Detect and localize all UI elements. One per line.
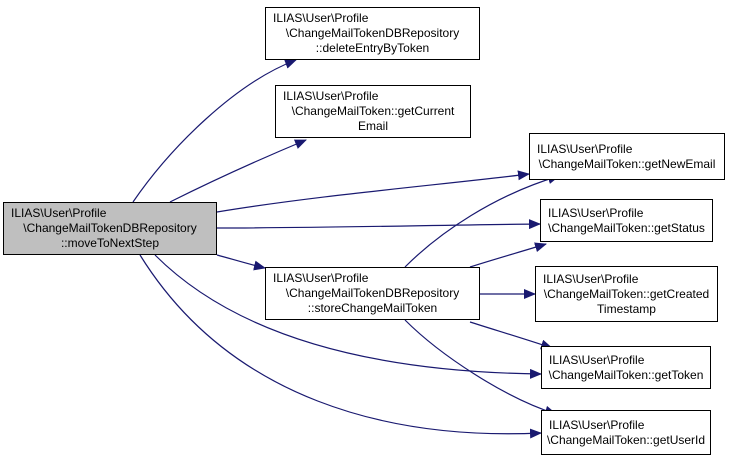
node-getStatus-line-1: ILIAS\User\Profile — [548, 205, 644, 220]
node-root-moveToNextStep[interactable]: ILIAS\User\Profile \ChangeMailTokenDBRep… — [3, 202, 217, 255]
edge-store-to-getUserId — [404, 319, 557, 416]
edge-root-to-getUserId — [139, 254, 542, 439]
node-getCreatedTimestamp-line-2: \ChangeMailToken::getCreated — [543, 286, 710, 301]
node-getCreatedTimestamp[interactable]: ILIAS\User\Profile \ChangeMailToken::get… — [535, 266, 718, 322]
edge-root-to-getStatus — [216, 219, 541, 230]
node-root-line-2: \ChangeMailTokenDBRepository — [23, 221, 197, 235]
node-getCurrentEmail[interactable]: ILIAS\User\Profile \ChangeMailToken::get… — [275, 85, 471, 138]
node-getCreatedTimestamp-line-1: ILIAS\User\Profile — [543, 271, 639, 286]
node-storeChangeMailToken-line-2: \ChangeMailTokenDBRepository — [285, 286, 460, 300]
node-deleteEntryByToken-line-1: ILIAS\User\Profile — [273, 11, 369, 25]
edge-root-to-getToken — [154, 254, 542, 379]
node-getToken[interactable]: ILIAS\User\Profile \ChangeMailToken::get… — [541, 346, 711, 389]
node-getToken-line-2: \ChangeMailToken::getToken — [548, 367, 704, 382]
edge-store-to-getNewEmail — [404, 174, 560, 268]
node-getCurrentEmail-line-1: ILIAS\User\Profile — [283, 89, 379, 103]
edge-root-to-deleteEntryByToken — [132, 59, 297, 203]
node-getNewEmail-line-1: ILIAS\User\Profile — [537, 141, 633, 156]
edge-root-to-storeChangeMailToken — [216, 254, 266, 271]
node-getStatus-line-2: \ChangeMailToken::getStatus — [548, 220, 705, 235]
node-root-line-1: ILIAS\User\Profile — [11, 206, 107, 220]
edge-store-to-getStatus — [469, 242, 547, 268]
node-storeChangeMailToken[interactable]: ILIAS\User\Profile \ChangeMailTokenDBRep… — [265, 267, 480, 320]
node-getToken-line-1: ILIAS\User\Profile — [549, 352, 645, 367]
node-deleteEntryByToken-line-3: ::deleteEntryByToken — [315, 41, 430, 55]
node-storeChangeMailToken-line-1: ILIAS\User\Profile — [273, 271, 369, 285]
node-root-line-3: ::moveToNextStep — [60, 236, 160, 250]
node-getUserId[interactable]: ILIAS\User\Profile \ChangeMailToken::get… — [541, 410, 711, 455]
node-getUserId-line-2: \ChangeMailToken::getUserId — [546, 432, 706, 447]
node-getUserId-line-1: ILIAS\User\Profile — [549, 417, 645, 432]
edge-store-to-getToken — [469, 321, 553, 350]
node-getNewEmail-line-2: \ChangeMailToken::getNewEmail — [538, 156, 716, 171]
node-getCurrentEmail-line-2: \ChangeMailToken::getCurrent — [291, 104, 455, 118]
node-deleteEntryByToken-line-2: \ChangeMailTokenDBRepository — [285, 26, 460, 40]
node-getStatus[interactable]: ILIAS\User\Profile \ChangeMailToken::get… — [540, 199, 713, 242]
node-deleteEntryByToken[interactable]: ILIAS\User\Profile \ChangeMailTokenDBRep… — [265, 7, 480, 60]
edge-root-to-getCurrentEmail — [169, 139, 307, 203]
node-getNewEmail[interactable]: ILIAS\User\Profile \ChangeMailToken::get… — [529, 133, 725, 180]
node-getCurrentEmail-line-3: Email — [357, 119, 388, 133]
node-getCreatedTimestamp-line-3: Timestamp — [597, 301, 656, 316]
edge-root-to-getNewEmail — [216, 170, 530, 213]
node-storeChangeMailToken-line-3: ::storeChangeMailToken — [307, 301, 438, 315]
